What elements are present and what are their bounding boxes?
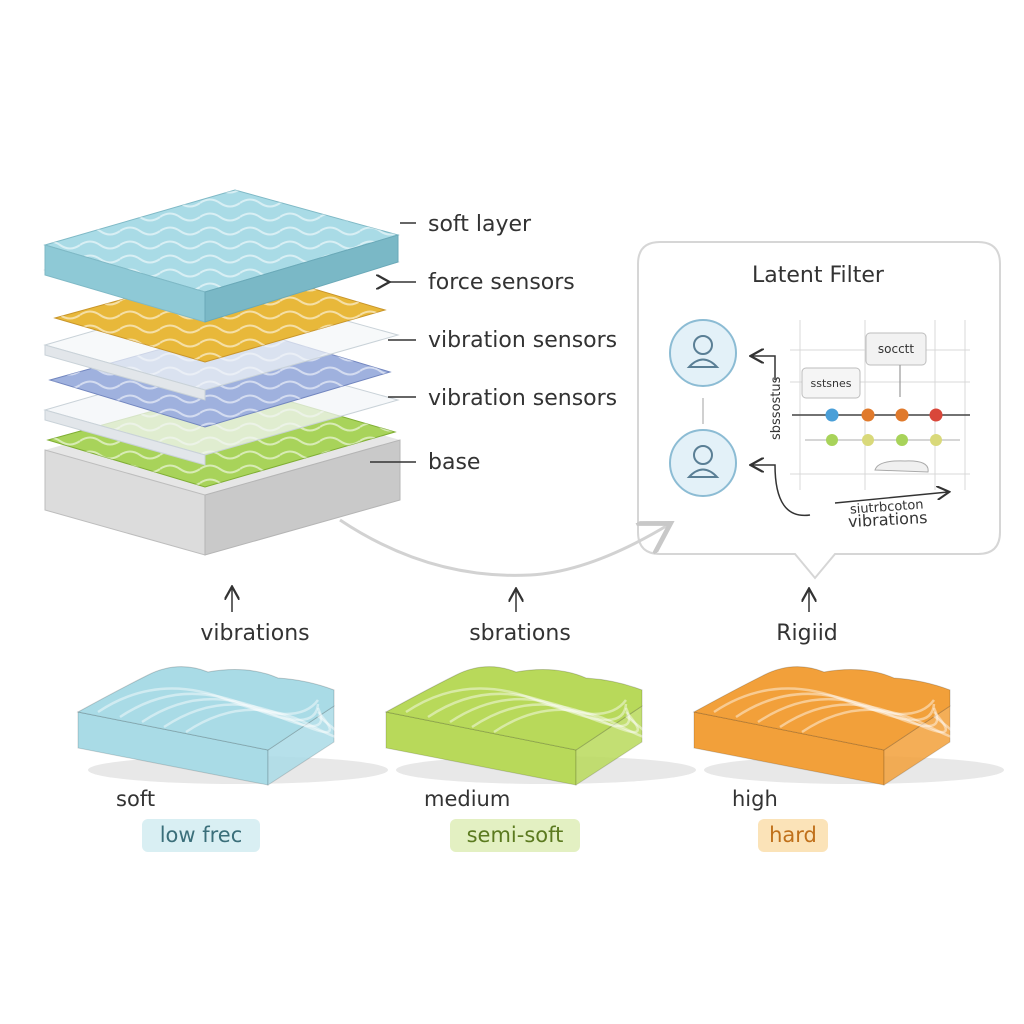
sample-ridge (185, 708, 343, 740)
label-base: base (428, 450, 480, 475)
filter-node-bottom (826, 434, 838, 446)
soft-layer (43, 189, 400, 323)
arrow-to-user-top (752, 356, 776, 380)
latent-filter-panel: Latent Filter sbssostus (637, 241, 1001, 580)
filter-curve-label-2: vibrations (848, 508, 928, 531)
sample-top (76, 666, 335, 751)
soft-layer-right (204, 234, 399, 323)
sample-ridge (801, 708, 959, 740)
material-sample: medium semi-soft (384, 666, 696, 852)
sample-pill (758, 819, 828, 852)
soft-layer-texture (45, 190, 398, 292)
filter-node-bottom (930, 434, 942, 446)
sample-side (883, 705, 951, 786)
node-row-top (825, 408, 943, 422)
filter-vertical-label: sbssostus (769, 376, 784, 440)
filter-panel-border (637, 241, 1001, 580)
arrow-label-left: vibrations (200, 621, 309, 646)
sample-pill-label: hard (769, 823, 817, 847)
user-icon-head (693, 335, 713, 355)
leader-lines (370, 222, 416, 463)
filter-grid (790, 320, 970, 490)
flow-curve (339, 518, 668, 577)
material-sample: high hard (692, 666, 1004, 852)
filter-node-top (861, 408, 875, 422)
sample-label: soft (116, 787, 155, 811)
sample-ridge (471, 703, 639, 734)
sample-ridge (735, 692, 936, 722)
filter-node-bottom (896, 434, 908, 446)
label-soft-layer: soft layer (428, 212, 532, 237)
label-vibration-sensors-2: vibration sensors (428, 386, 617, 411)
user-icon-body (686, 468, 720, 478)
curve-arrow (834, 492, 948, 504)
device-shape (874, 460, 929, 473)
node-row-bottom (826, 434, 942, 446)
sample-ridge (119, 692, 320, 722)
sample-ridge (163, 703, 331, 734)
sample-ridge (493, 708, 651, 740)
filter-node-bottom (862, 434, 874, 446)
sample-ridge (141, 697, 323, 728)
sample-top (384, 666, 643, 751)
arrow-label-middle: sbrations (469, 621, 571, 646)
sample-pill (142, 819, 260, 852)
sample-ridge (757, 697, 939, 728)
user-icon-head (693, 445, 713, 465)
label-vibration-sensors-1: vibration sensors (428, 328, 617, 353)
arrow-label-right: Rigiid (776, 621, 838, 646)
base-slab-right (204, 439, 401, 556)
arrow-to-user-bottom (752, 465, 811, 517)
sample-top (692, 666, 951, 751)
sample-ridge (97, 687, 320, 716)
side-box-label: sstsnes (811, 377, 852, 390)
socket-label: socctt (878, 342, 914, 356)
up-arrows (232, 588, 809, 612)
filter-node-top (825, 408, 839, 422)
sample-side (267, 705, 335, 786)
sample-label: medium (424, 787, 510, 811)
sample-pill (450, 819, 580, 852)
sample-ridge (713, 687, 936, 716)
glass-plate-upper-edge (44, 344, 206, 401)
user-node-bottom (669, 429, 737, 497)
sample-pill-label: low frec (160, 823, 243, 847)
layer-stack (43, 189, 401, 556)
sample-ridge (427, 692, 628, 722)
sample-label: high (732, 787, 778, 811)
user-icon-body (686, 358, 720, 368)
sample-side (575, 705, 643, 786)
filter-node-top (929, 408, 943, 422)
socket-box (865, 332, 927, 366)
sample-ridge (779, 703, 947, 734)
filter-node-top (895, 408, 909, 422)
glass-plate-lower-edge (44, 409, 206, 466)
filter-title: Latent Filter (752, 263, 885, 288)
sample-pill-label: semi-soft (467, 823, 564, 847)
sample-ridge (405, 687, 628, 716)
side-box (801, 367, 861, 399)
sample-ridge (449, 697, 631, 728)
label-force-sensors: force sensors (428, 270, 575, 295)
user-node-top (669, 319, 737, 387)
filter-curve-label-1: siutrbcoton (849, 497, 924, 517)
